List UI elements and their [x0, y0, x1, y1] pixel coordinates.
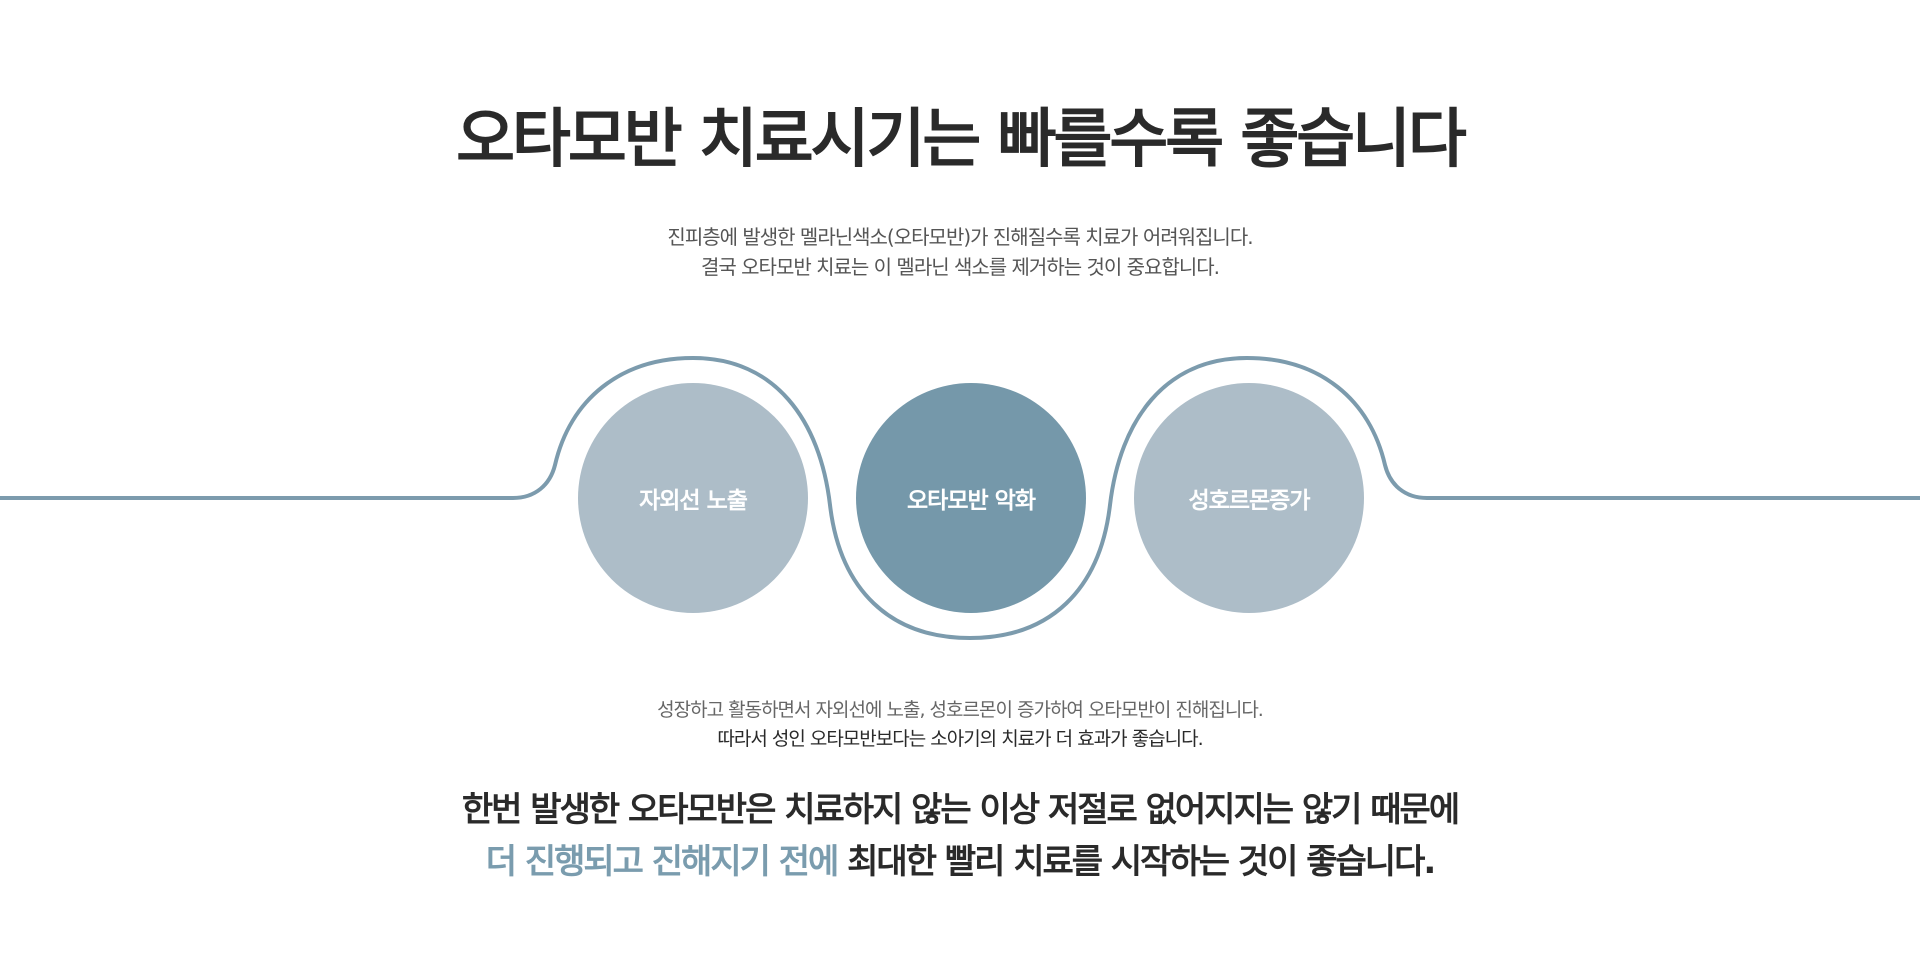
explanation-text: 성장하고 활동하면서 자외선에 노출, 성호르몬이 증가하여 오타모반이 진해집… — [0, 696, 1920, 754]
wave-path — [0, 355, 1920, 641]
conclusion-rest: 최대한 빨리 치료를 시작하는 것이 좋습니다. — [837, 842, 1436, 882]
conclusion-line: 더 진행되고 진해지기 전에 최대한 빨리 치료를 시작하는 것이 좋습니다. — [0, 836, 1920, 888]
factor-circle-uv: 자외선 노출 — [578, 383, 808, 613]
explanation-line: 따라서 성인 오타모반보다는 소아기의 치료가 더 효과가 좋습니다. — [717, 728, 1203, 750]
factor-label: 오타모반 악화 — [907, 488, 1036, 514]
page-title: 오타모반 치료시기는 빠를수록 좋습니다 — [456, 103, 1467, 177]
factor-circle-worsening: 오타모반 악화 — [856, 383, 1086, 613]
factor-label: 성호르몬증가 — [1188, 488, 1311, 514]
conclusion-accent: 더 진행되고 진해지기 전에 — [485, 842, 840, 882]
intro-line: 결국 오타모반 치료는 이 멜라닌 색소를 제거하는 것이 중요합니다. — [700, 255, 1220, 279]
explanation-line: 성장하고 활동하면서 자외선에 노출, 성호르몬이 증가하여 오타모반이 진해집… — [657, 699, 1264, 721]
factor-circle-hormone: 성호르몬증가 — [1134, 383, 1364, 613]
conclusion-line: 한번 발생한 오타모반은 치료하지 않는 이상 저절로 없어지지는 않기 때문에 — [461, 790, 1460, 830]
intro-text: 진피층에 발생한 멜라닌색소(오타모반)가 진해질수록 치료가 어려워집니다. … — [0, 222, 1920, 282]
factor-label: 자외선 노출 — [639, 488, 748, 514]
intro-line: 진피층에 발생한 멜라닌색소(오타모반)가 진해질수록 치료가 어려워집니다. — [667, 225, 1253, 249]
conclusion-text: 한번 발생한 오타모반은 치료하지 않는 이상 저절로 없어지지는 않기 때문에… — [0, 784, 1920, 888]
